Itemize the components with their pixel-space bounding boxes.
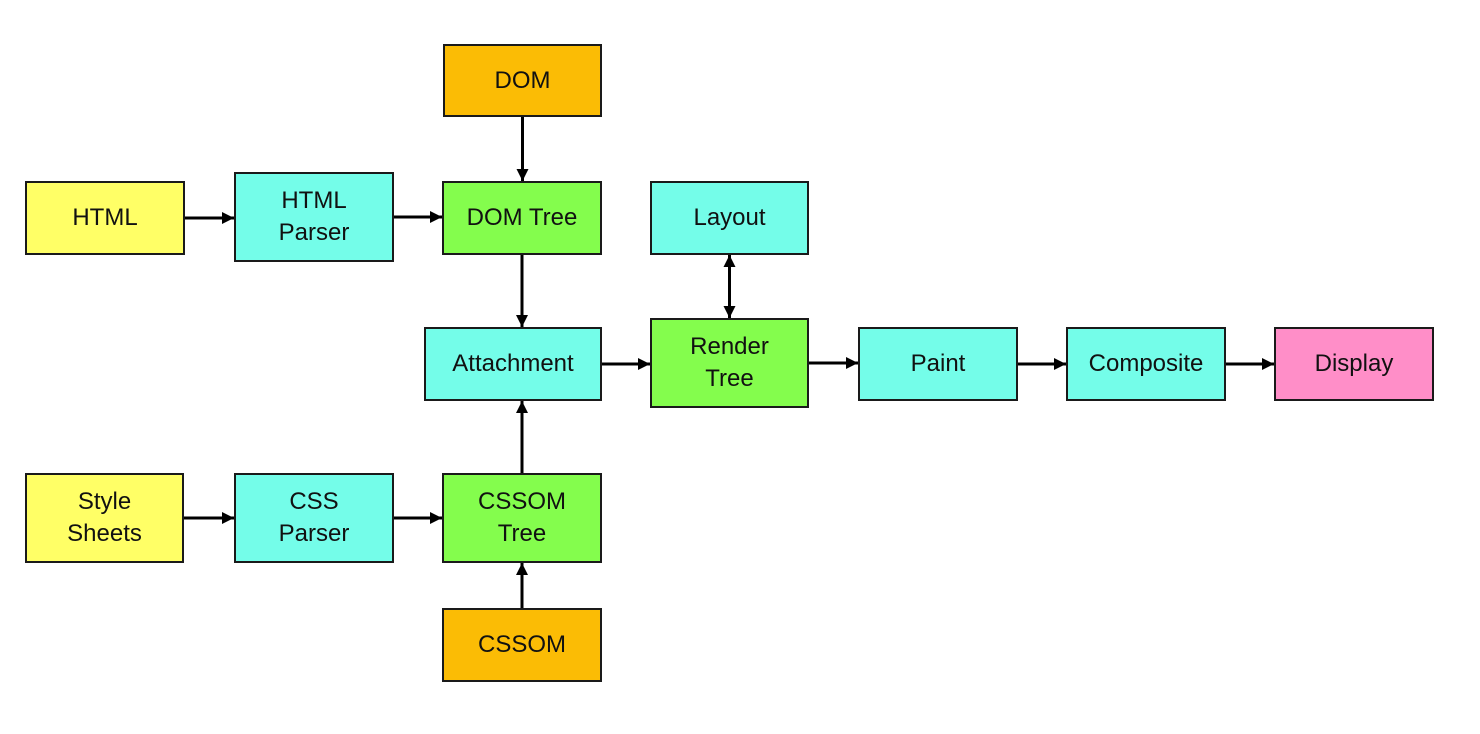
node-dom: DOM (443, 44, 602, 117)
node-style-sheets: Style Sheets (25, 473, 184, 563)
node-html-parser: HTML Parser (234, 172, 394, 262)
node-cssom-tree: CSSOM Tree (442, 473, 602, 563)
node-composite: Composite (1066, 327, 1226, 401)
node-cssom: CSSOM (442, 608, 602, 682)
node-layout: Layout (650, 181, 809, 255)
node-attachment: Attachment (424, 327, 602, 401)
node-paint: Paint (858, 327, 1018, 401)
node-display: Display (1274, 327, 1434, 401)
node-html: HTML (25, 181, 185, 255)
node-css-parser: CSS Parser (234, 473, 394, 563)
node-render-tree: Render Tree (650, 318, 809, 408)
node-dom-tree: DOM Tree (442, 181, 602, 255)
